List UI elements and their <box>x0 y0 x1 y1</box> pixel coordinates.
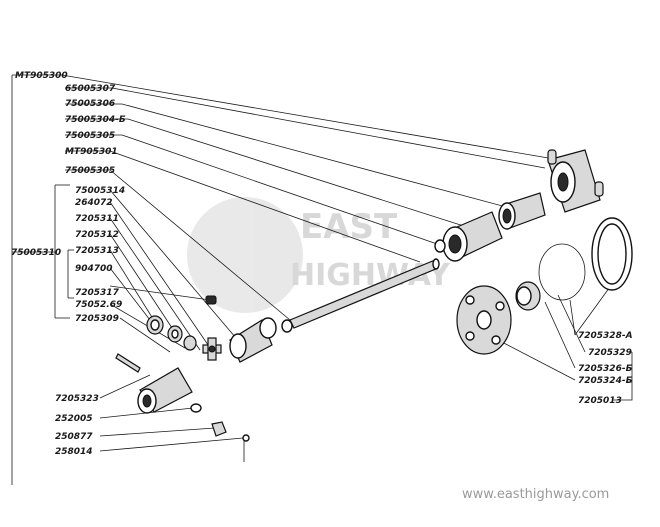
bearing-part <box>515 281 541 311</box>
label-264072: 264072 <box>75 198 113 208</box>
yoke-part <box>229 317 277 363</box>
sleeve-part <box>442 211 503 262</box>
watermark-line1: EAST <box>300 207 398 247</box>
watermark: EAST HIGHWAY <box>187 197 451 313</box>
label-7205013: 7205013 <box>578 396 622 406</box>
label-75052_69: 75052.69 <box>75 300 122 310</box>
snap-ring-part <box>538 243 586 301</box>
label-904700: 904700 <box>75 264 113 274</box>
end-yoke-part <box>137 367 193 414</box>
label-250877: 250877 <box>55 432 93 442</box>
label-7205324b: 7205324-Б <box>578 376 633 386</box>
labels: MT905300 65005307 75005306 75005304-Б 75… <box>11 71 633 457</box>
label-MT905300: MT905300 <box>15 71 68 81</box>
label-7205329: 7205329 <box>588 348 632 358</box>
cross-spider-part <box>202 337 222 361</box>
grease-fitting-part <box>205 295 217 305</box>
label-7205323: 7205323 <box>55 394 99 404</box>
label-258014: 258014 <box>55 447 93 457</box>
label-7205313: 7205313 <box>75 246 119 256</box>
label-7205326b: 7205326-Б <box>578 364 633 374</box>
flange-part <box>547 149 604 213</box>
label-75005305b: 75005305 <box>65 166 115 176</box>
label-7205311: 7205311 <box>75 214 119 224</box>
spline-hub-part <box>498 192 546 230</box>
label-7205309: 7205309 <box>75 314 119 324</box>
large-ring-part <box>591 217 633 291</box>
pin-part <box>115 353 141 373</box>
nut-part <box>211 421 227 437</box>
label-MT905301: MT905301 <box>65 147 118 157</box>
label-75005305a: 75005305 <box>65 131 115 141</box>
washer-stack-part <box>146 315 197 351</box>
label-65005307: 65005307 <box>65 84 116 94</box>
site-url: www.easthighway.com <box>462 487 609 502</box>
label-75005310: 75005310 <box>11 248 61 258</box>
washer-part <box>190 403 202 413</box>
label-75005306: 75005306 <box>65 99 115 109</box>
watermark-globe <box>187 197 303 313</box>
small-ring-part <box>434 239 446 253</box>
label-7205328a: 7205328-A <box>578 331 633 341</box>
label-75005314: 75005314 <box>75 186 125 196</box>
label-252005: 252005 <box>55 414 93 424</box>
label-7205317: 7205317 <box>75 288 120 298</box>
cotter-pin-part <box>242 434 250 462</box>
disc-part <box>456 285 512 355</box>
label-75005304b: 75005304-Б <box>65 115 126 125</box>
label-7205312: 7205312 <box>75 230 119 240</box>
shaft-part <box>281 258 440 333</box>
